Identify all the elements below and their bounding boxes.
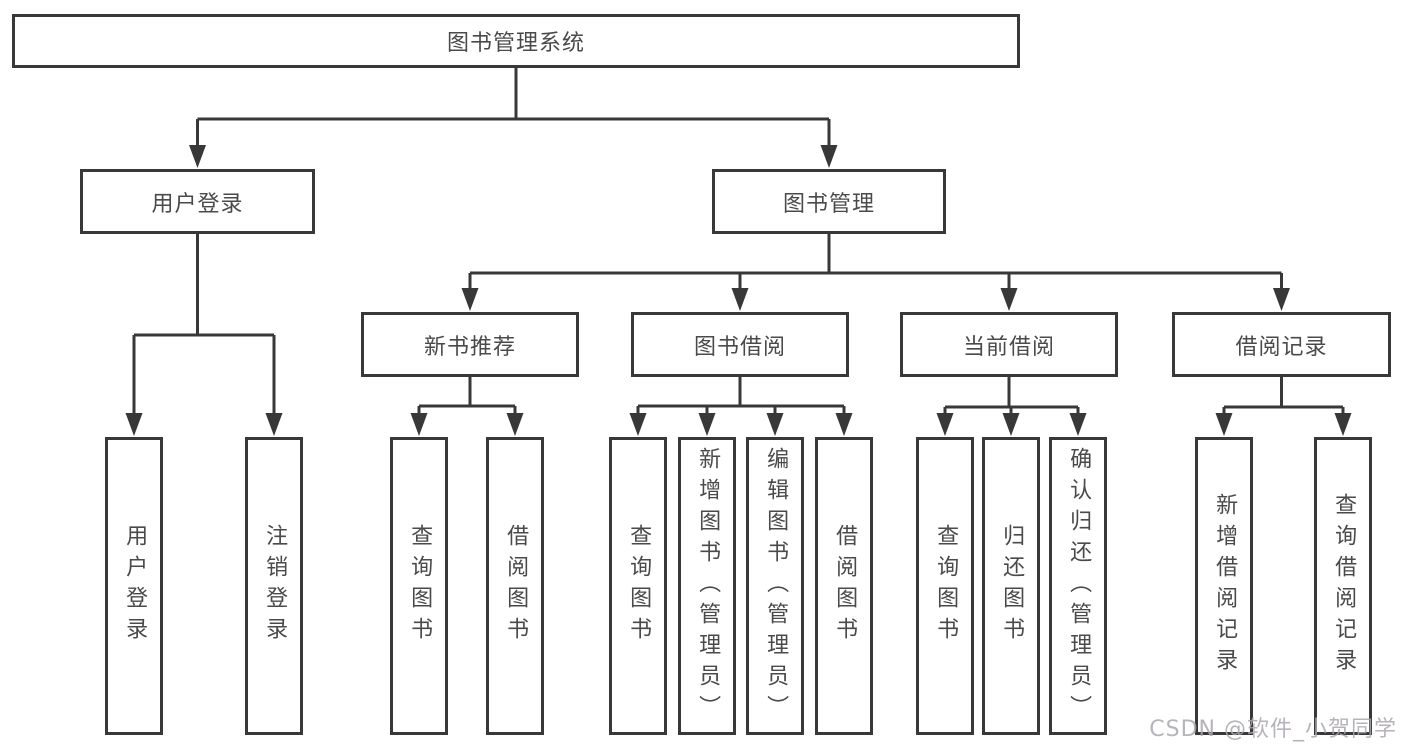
node-label: 借阅记录 <box>1235 334 1328 360</box>
connector-root-to-level1 <box>196 68 831 150</box>
arrowhead-book-management <box>820 145 838 168</box>
leaf-borrow-books: 借阅图书 <box>815 437 873 735</box>
arrowhead-logout <box>265 413 283 436</box>
node-label: 图书管理系统 <box>446 31 585 56</box>
connector-book-management-to-level2 <box>468 234 1283 293</box>
arrowhead-return-books <box>1002 413 1020 436</box>
leaf-edit-books-admin: 编辑图书（管理员） <box>746 437 804 735</box>
node-label: 查询借阅记录 <box>1331 493 1357 679</box>
connector-records-to-leaves <box>1222 377 1345 418</box>
leaf-logout: 注销登录 <box>245 437 303 735</box>
arrowhead-add-books-admin <box>698 413 716 436</box>
leaf-return-books: 归还图书 <box>982 437 1040 735</box>
node-label: 当前借阅 <box>962 334 1055 360</box>
arrowhead-confirm-return-admin <box>1069 413 1087 436</box>
arrowhead-add-borrow-record <box>1215 413 1233 436</box>
node-label: 用户登录 <box>122 524 148 648</box>
node-label: 新增借阅记录 <box>1212 493 1238 679</box>
leaf-query-borrow-record: 查询借阅记录 <box>1314 437 1372 735</box>
leaf-user-login: 用户登录 <box>105 437 163 735</box>
node-user-login: 用户登录 <box>80 169 315 234</box>
node-label: 确认归还（管理员） <box>1066 446 1092 726</box>
node-library-management-system: 图书管理系统 <box>12 14 1020 68</box>
node-label: 编辑图书（管理员） <box>763 446 789 726</box>
node-new-book-recommendation: 新书推荐 <box>361 312 579 377</box>
node-label: 新书推荐 <box>423 334 516 360</box>
leaf-confirm-return-admin: 确认归还（管理员） <box>1049 437 1107 735</box>
leaf-query-books-recommend: 查询图书 <box>390 437 448 735</box>
node-borrowing-records: 借阅记录 <box>1172 312 1391 377</box>
arrowhead-new-book-recommendation <box>461 288 479 311</box>
node-label: 借阅图书 <box>832 524 858 648</box>
node-book-management: 图书管理 <box>712 169 946 234</box>
arrowhead-user-login-leaf <box>125 413 143 436</box>
node-current-borrowing: 当前借阅 <box>900 312 1118 377</box>
arrowhead-query-books-borrowing <box>629 413 647 436</box>
arrowhead-user-login <box>189 145 206 168</box>
leaf-add-borrow-record: 新增借阅记录 <box>1195 437 1253 735</box>
connector-user-login-to-leaves <box>132 234 276 418</box>
arrowhead-query-books-recommend <box>410 413 428 436</box>
arrowhead-query-books-current <box>936 413 954 436</box>
node-label: 归还图书 <box>999 524 1025 648</box>
arrowhead-edit-books-admin <box>766 413 784 436</box>
leaf-add-books-admin: 新增图书（管理员） <box>678 437 736 735</box>
node-book-borrowing: 图书借阅 <box>631 312 849 377</box>
arrowhead-borrowing-records <box>1273 288 1290 311</box>
node-label: 图书借阅 <box>693 334 786 360</box>
arrowhead-current-borrowing <box>1000 288 1018 311</box>
connector-recommendation-to-leaves <box>417 377 517 418</box>
arrowhead-book-borrowing <box>731 288 749 311</box>
csdn-watermark: CSDN @软件_小贺同学 <box>1149 717 1397 742</box>
node-label: 新增图书（管理员） <box>695 446 721 726</box>
node-label: 用户登录 <box>151 191 244 217</box>
arrowhead-borrow-books <box>835 413 853 436</box>
arrowhead-query-borrow-record <box>1334 413 1352 436</box>
connector-current-to-leaves <box>943 377 1080 418</box>
arrowhead-borrow-books-recommend <box>506 413 524 436</box>
node-label: 图书管理 <box>782 191 875 217</box>
node-label: 借阅图书 <box>503 524 529 648</box>
node-label: 注销登录 <box>262 524 288 648</box>
node-label: 查询图书 <box>933 524 959 648</box>
leaf-query-books-borrowing: 查询图书 <box>609 437 667 735</box>
connector-borrowing-to-leaves <box>636 377 846 418</box>
node-label: 查询图书 <box>407 524 433 648</box>
node-label: 查询图书 <box>626 524 652 648</box>
leaf-borrow-books-recommend: 借阅图书 <box>486 437 544 735</box>
leaf-query-books-current: 查询图书 <box>916 437 974 735</box>
